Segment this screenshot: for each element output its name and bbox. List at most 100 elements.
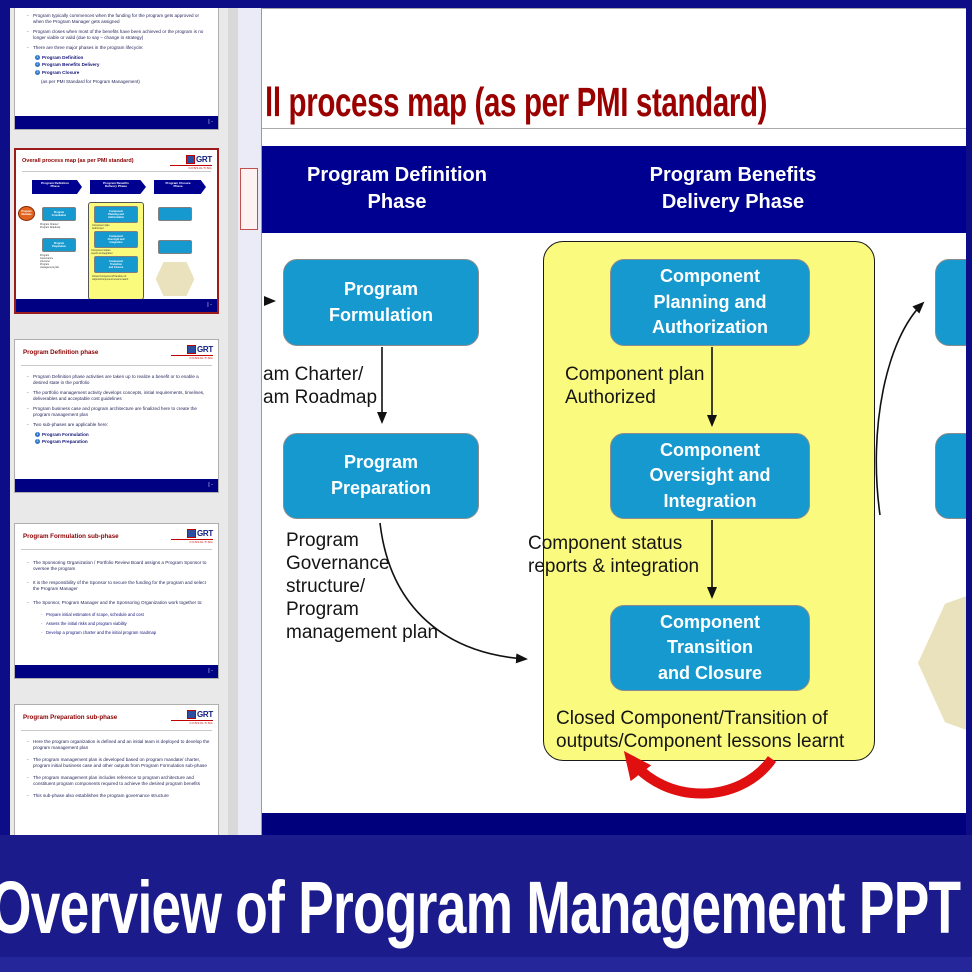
mini-process-box: Component Planning and Authorization (94, 206, 138, 223)
slide-title: ll process map (as per PMI standard) (265, 79, 768, 125)
divider (21, 730, 212, 731)
process-box-component-transition: Component Transition and Closure (610, 605, 810, 691)
mini-process-box: Component Transition and Closure (94, 256, 138, 273)
grt-logo: GRT CONSULTING (171, 529, 213, 544)
footer-banner: Overview of Program Management PPT (0, 835, 972, 972)
numbered-label: Program Formulation (42, 431, 89, 437)
thumbnail-bullet: The program management plan is developed… (27, 757, 210, 769)
slide-thumbnail-5[interactable]: Program Preparation sub-phase GRT CONSUL… (14, 704, 219, 835)
grt-logo: GRT CONSULTING (171, 710, 213, 725)
frame-left (0, 8, 10, 835)
thumbnail-bullet: Two sub-phases are applicable here: (27, 422, 210, 428)
panel-divider-strip (228, 8, 238, 835)
thumbnail-slide-title: Overall process map (as per PMI standard… (22, 158, 134, 164)
hexagon-shape-partial (918, 591, 966, 735)
mini-phase-chevron: Program Closure Phase (154, 180, 206, 194)
number-badge-icon: 2 (35, 439, 40, 445)
numbered-label: Program Benefits Delivery (42, 62, 100, 68)
arrow-red-loop (623, 751, 777, 799)
label-component-plan-authorized: Component plan Authorized (565, 364, 705, 408)
process-box-partial-right-top (935, 259, 966, 346)
thumbnail-content: Here the program organization is defined… (27, 739, 210, 803)
mini-program-mandate-circle: Program Mandate (18, 206, 35, 221)
phase-header-benefits: Program Benefits Delivery Phase (649, 164, 817, 213)
mini-label: Component status reports & integration (91, 249, 113, 255)
slide-number-mark: | - (208, 119, 213, 125)
divider (262, 128, 966, 129)
label-closed-component: Closed Component/Transition of outputs/C… (556, 708, 845, 752)
number-badge-icon: 3 (35, 69, 40, 75)
number-badge-icon: 1 (35, 54, 40, 60)
slide-thumbnail-1[interactable]: Program typically commences when the fun… (14, 8, 219, 130)
frame-top (0, 0, 972, 8)
thumbnail-bullet: Program closes when most of the benefits… (27, 29, 210, 41)
thumbnail-scrollbar-thumb[interactable] (240, 168, 258, 230)
grt-logo-mark-icon (187, 529, 196, 538)
footer-banner-title: Overview of Program Management PPT (0, 866, 961, 949)
mini-process-box: Program Formulation (42, 207, 76, 221)
grt-logo: GRT CONSULTING (171, 345, 213, 360)
mini-hexagon-shape (155, 262, 195, 296)
slide-thumbnail-3[interactable]: Program Definition phase GRT CONSULTING … (14, 339, 219, 493)
grt-logo-subtext: CONSULTING (171, 720, 213, 725)
thumbnail-content: The Sponsoring Organization / Portfolio … (27, 560, 210, 639)
thumbnail-scrollbar-track[interactable] (238, 8, 261, 835)
slide-footer-bar: | - (15, 665, 218, 678)
thumbnail-sub-bullet: Develop a program charter and the initia… (41, 630, 210, 636)
grt-logo-subtext: CONSULTING (171, 539, 213, 544)
grt-logo-text: GRT (197, 529, 213, 538)
mini-process-box (158, 240, 192, 254)
thumbnail-slide-title: Program Definition phase (23, 349, 99, 356)
process-box-program-formulation: Program Formulation (283, 259, 479, 346)
grt-logo-text: GRT (197, 345, 213, 354)
thumbnail-bullet: The Sponsor, Program Manager and the Spo… (27, 600, 210, 606)
thumbnail-bullet: This sub-phase also establishes the prog… (27, 793, 210, 799)
slide-footer-bar: | - (15, 116, 218, 129)
phase-header-definition: Program Definition Phase (306, 164, 487, 213)
mini-label: Program Charter/ Program Roadmap (40, 223, 61, 229)
thumbnail-content: Program typically commences when the fun… (27, 13, 210, 84)
arrow-panel-to-right-box (875, 301, 925, 516)
thumbnail-sub-bullet: Prepare initial estimates of scope, sche… (41, 612, 210, 618)
mini-process-box: Component Oversight and Integration (94, 231, 138, 248)
frame-right (966, 8, 972, 835)
process-box-component-oversight: Component Oversight and Integration (610, 433, 810, 519)
thumbnail-bullet: Program Definition phase activities are … (27, 374, 210, 386)
thumbnail-bullet: Here the program organization is defined… (27, 739, 210, 751)
thumbnail-slide-title: Program Formulation sub-phase (23, 533, 119, 540)
divider (22, 171, 211, 172)
mini-label: Component plan Authorized (92, 224, 110, 230)
grt-logo-mark-icon (187, 710, 196, 719)
mini-label: Program Governance structure/ Program ma… (40, 254, 60, 269)
grt-logo: GRT CONSULTING (170, 155, 212, 170)
number-badge-icon: 1 (35, 431, 40, 437)
thumbnail-bullet: Program typically commences when the fun… (27, 13, 210, 25)
slide-footer-bar (262, 813, 966, 835)
slide-footer-bar: | - (15, 479, 218, 492)
slide-canvas: ll process map (as per PMI standard) Pro… (261, 8, 966, 835)
thumbnail-content: Program Definition phase activities are … (27, 374, 210, 447)
process-box-program-preparation: Program Preparation (283, 433, 479, 519)
mini-phase-chevron: Program Benefits Delivery Phase (90, 180, 146, 194)
grt-logo-text: GRT (197, 710, 213, 719)
divider (21, 549, 212, 550)
slide-thumbnail-4[interactable]: Program Formulation sub-phase GRT CONSUL… (14, 523, 219, 679)
mini-process-box (158, 207, 192, 221)
thumbnail-bullet: The Sponsoring Organization / Portfolio … (27, 560, 210, 572)
thumbnail-bullet: It is the responsibility of the Sponsor … (27, 580, 210, 592)
process-box-component-planning: Component Planning and Authorization (610, 259, 810, 346)
thumbnail-slide-title: Program Preparation sub-phase (23, 714, 118, 721)
numbered-label: Program Preparation (42, 439, 88, 445)
numbered-label: Program Definition (42, 54, 84, 60)
label-program-charter-roadmap: am Charter/ am Roadmap (263, 364, 378, 408)
slide-thumbnail-2-selected[interactable]: Overall process map (as per PMI standard… (14, 148, 219, 314)
label-program-governance: Program Governance structure/ Program ma… (286, 530, 439, 643)
slide-footer-bar: | - (16, 299, 217, 312)
mini-process-box: Program Preparation (42, 238, 76, 252)
slide-number-mark: | - (208, 482, 213, 488)
